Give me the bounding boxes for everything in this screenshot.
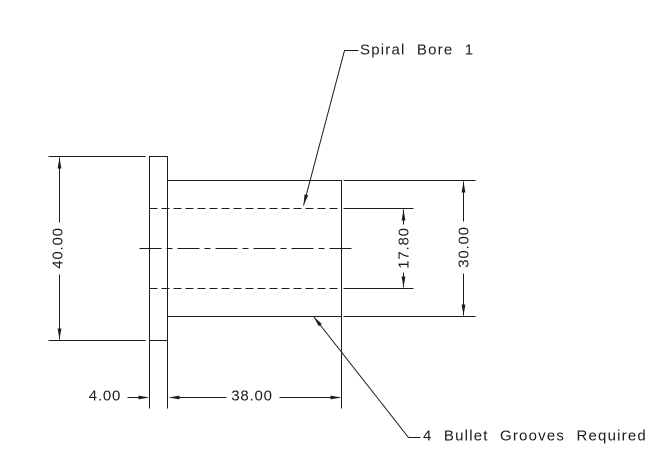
arrow-dim-4 <box>138 395 150 400</box>
dim-body-diameter: 30.00 <box>455 225 473 269</box>
arrow-dim-17-top <box>401 209 406 221</box>
arrow-dim-17-bottom <box>401 276 406 288</box>
arrow-dim-40-bottom <box>57 328 62 340</box>
note-spiral-bore: Spiral Bore 1 <box>360 41 475 59</box>
arrow-dim-38-left <box>168 395 180 400</box>
dim-body-length: 38.00 <box>230 387 274 405</box>
arrow-dim-30-top <box>461 181 466 193</box>
dim-flange-width: 4.00 <box>87 387 123 405</box>
arrow-dim-40-top <box>57 157 62 169</box>
dim-flange-height: 40.00 <box>49 226 67 270</box>
arrow-leader-bullet-grooves <box>313 316 322 327</box>
arrow-dim-30-bottom <box>461 304 466 316</box>
note-bullet-grooves: 4 Bullet Grooves Required <box>423 427 647 445</box>
arrow-dim-38-right <box>330 395 342 400</box>
dim-bore-diameter: 17.80 <box>395 226 413 270</box>
arrow-leader-spiral-bore <box>303 194 309 206</box>
leader-bullet-grooves <box>313 316 421 438</box>
leader-spiral-bore <box>303 50 359 206</box>
